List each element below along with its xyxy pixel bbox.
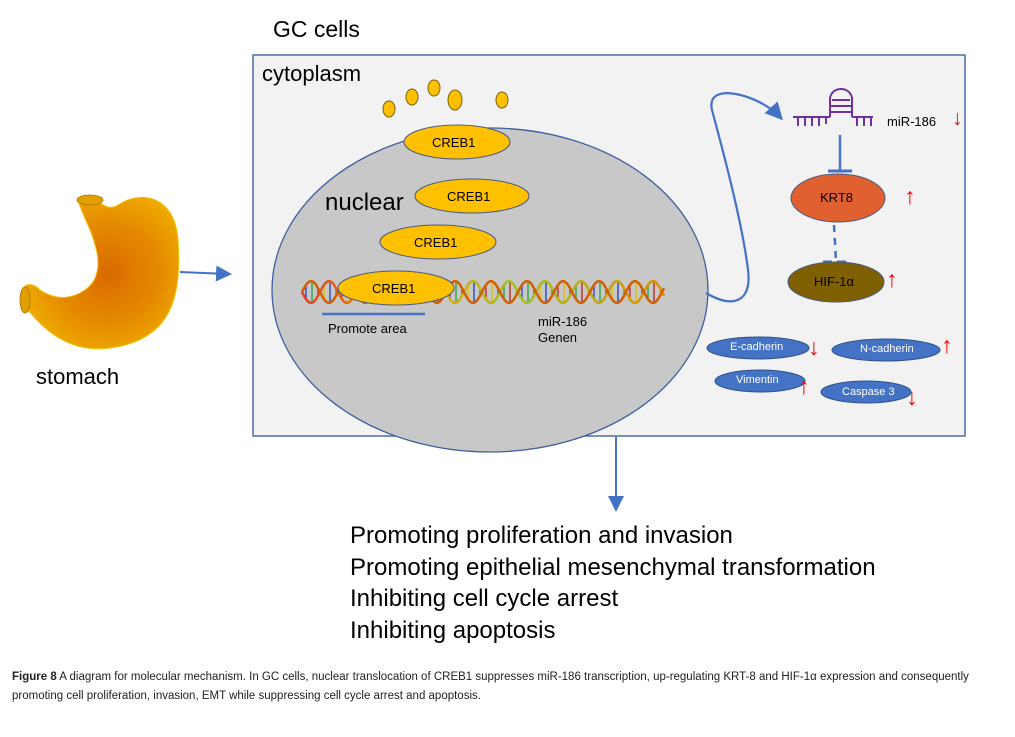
nucleus-label: nuclear <box>325 189 404 216</box>
diagram: GC cells cytoplasm nuclear stomach CREB1… <box>19 16 966 646</box>
marker-label-caspase3: Caspase 3 <box>842 386 895 398</box>
marker-caspase3 <box>820 380 912 404</box>
creb1-label: CREB1 <box>447 189 491 204</box>
transcription-arrow <box>705 92 783 303</box>
outcome-item: Inhibiting apoptosis <box>350 616 556 644</box>
hif1a-trend-arrow: ↑ <box>886 266 898 292</box>
creb1-nuclear-2 <box>379 224 497 260</box>
marker-label-n-cadherin: N-cadherin <box>860 343 914 355</box>
gene-label-line2: Genen <box>538 330 578 345</box>
marker-arrow-vimentin: ↑ <box>798 373 810 399</box>
nucleus <box>271 127 709 453</box>
marker-label-e-cadherin: E-cadherin <box>730 341 784 353</box>
marker-e-cadherin <box>706 336 810 360</box>
outcome-item: Promoting epithelial mesenchymal transfo… <box>350 553 876 581</box>
creb1-nuclear-1 <box>414 178 530 214</box>
hif1a-label: HIF-1α <box>814 274 855 289</box>
title: GC cells <box>273 16 360 42</box>
stomach-to-cell-arrow <box>179 265 232 282</box>
creb1-label: CREB1 <box>432 135 476 150</box>
mirna-trend-arrow: ↓ <box>952 107 963 130</box>
marker-n-cadherin <box>831 338 941 362</box>
krt8-hif-dashed-link <box>832 224 838 262</box>
marker-arrow-caspase3: ↓ <box>906 384 918 410</box>
gene-label-line1: miR-186 <box>538 314 588 329</box>
figure-caption: Figure 8 A diagram for molecular mechani… <box>12 668 1002 706</box>
promoter-label: Promote area <box>328 321 407 336</box>
creb1-label: CREB1 <box>414 235 458 250</box>
krt8-label: KRT8 <box>820 190 853 205</box>
caption-label: Figure 8 <box>12 671 57 683</box>
stomach-icon <box>19 194 180 350</box>
mirna-label: miR-186 <box>887 114 937 129</box>
outcomes-list: Promoting proliferation and invasion Pro… <box>350 520 876 646</box>
creb1-membrane <box>403 124 511 160</box>
cytoplasm-label: cytoplasm <box>262 61 362 86</box>
mirna-hairpin-icon <box>793 88 873 126</box>
creb1-label: CREB1 <box>372 281 416 296</box>
caption-text: A diagram for molecular mechanism. In GC… <box>12 671 969 702</box>
hif1a-node <box>787 261 885 303</box>
stomach-label: stomach <box>36 364 120 389</box>
marker-vimentin <box>714 369 806 393</box>
outcome-item: Inhibiting cell cycle arrest <box>350 585 619 612</box>
marker-arrow-n-cadherin: ↑ <box>941 332 953 358</box>
outcome-item: Promoting proliferation and invasion <box>350 522 733 549</box>
marker-arrow-e-cadherin: ↓ <box>808 334 820 360</box>
cytoplasmic-creb1-particles <box>382 79 509 118</box>
krt8-node <box>790 173 886 223</box>
krt8-trend-arrow: ↑ <box>904 183 916 209</box>
marker-label-vimentin: Vimentin <box>736 374 779 386</box>
creb1-promoter <box>337 270 455 306</box>
